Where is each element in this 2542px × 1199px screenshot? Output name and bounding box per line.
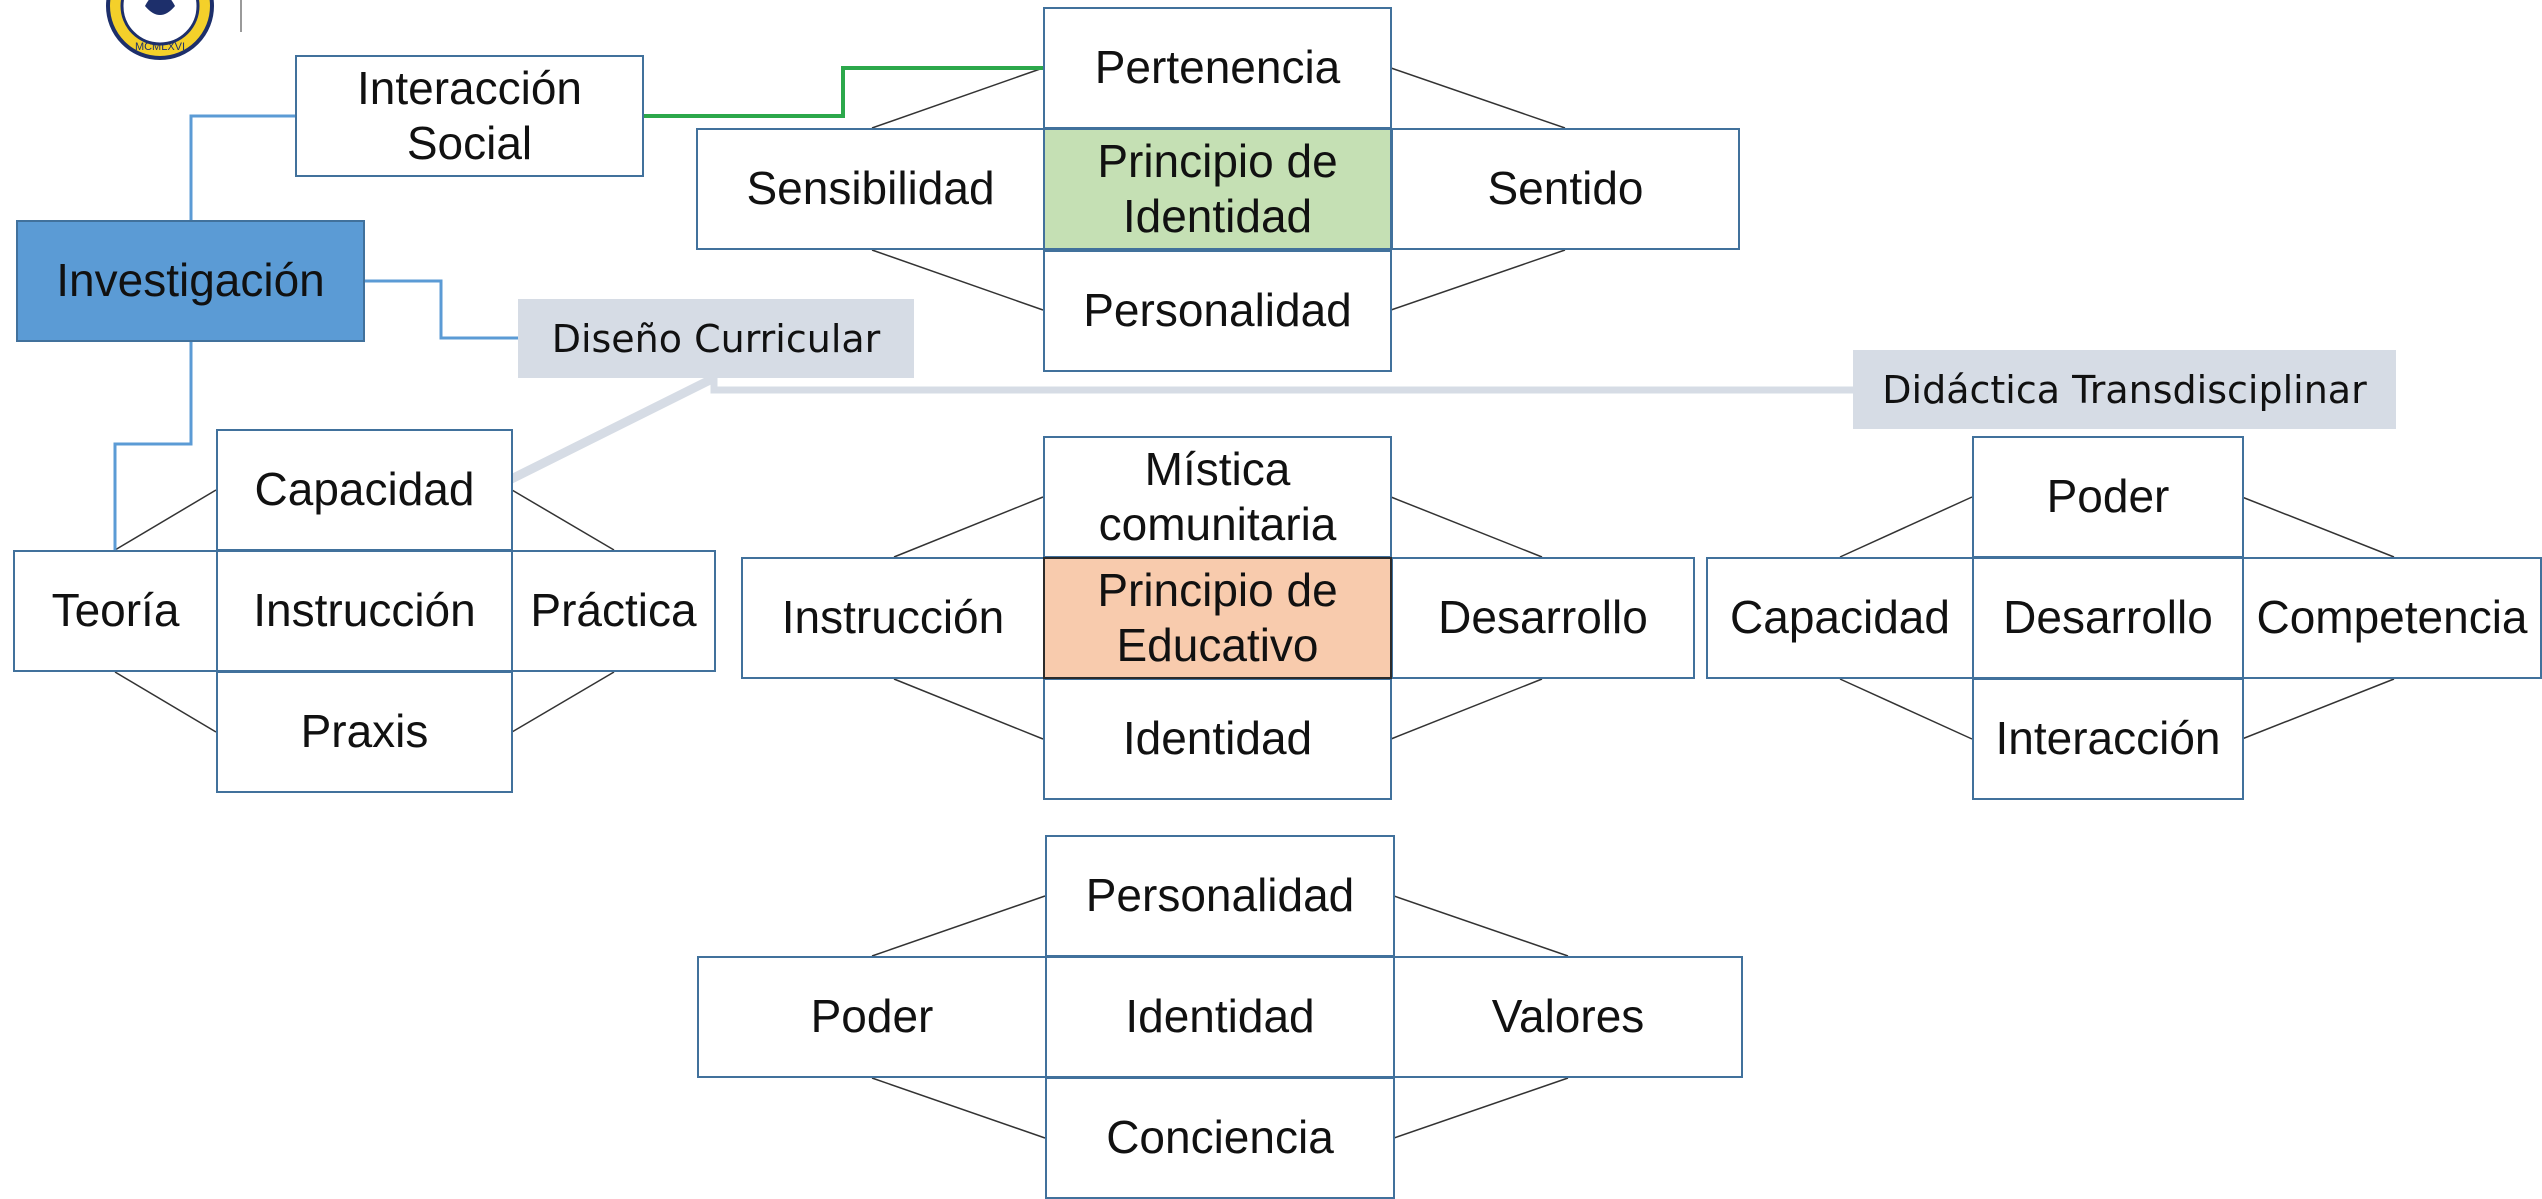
curricular-bottom-label: Praxis	[300, 705, 429, 758]
valores-diamond-lines	[871, 895, 1569, 1139]
identidad-diamond-lines	[871, 67, 1566, 311]
valores-right[interactable]: Valores	[1393, 956, 1743, 1078]
curricular-center[interactable]: Instrucción	[216, 550, 513, 672]
didactica-right[interactable]: Competencia	[2242, 557, 2542, 679]
logo-divider	[240, 0, 242, 32]
didactica-left-label: Capacidad	[1730, 591, 1950, 644]
educativo-left[interactable]: Instrucción	[741, 557, 1045, 679]
educativo-top[interactable]: Mística comunitaria	[1043, 436, 1392, 558]
diseno-curricular-tag[interactable]: Diseño Curricular	[518, 299, 914, 378]
educativo-right-label: Desarrollo	[1438, 591, 1648, 644]
identidad-top[interactable]: Pertenencia	[1043, 7, 1392, 129]
diseno-curricular-label: Diseño Curricular	[551, 316, 881, 361]
valores-bottom-label: Conciencia	[1106, 1111, 1334, 1164]
university-seal-icon: MCMLXVI	[106, 0, 214, 60]
curricular-right-label: Práctica	[530, 584, 697, 637]
principio-educativo-node[interactable]: Principio de Educativo	[1043, 557, 1392, 679]
identidad-left[interactable]: Sensibilidad	[696, 128, 1045, 250]
investigacion-node[interactable]: Investigación	[16, 220, 365, 342]
logo-wordmark	[255, 0, 455, 6]
valores-center[interactable]: Identidad	[1045, 956, 1395, 1078]
didactica-left[interactable]: Capacidad	[1706, 557, 1974, 679]
identidad-top-label: Pertenencia	[1094, 41, 1341, 94]
didactica-right-label: Competencia	[2256, 591, 2528, 644]
didactica-transdisciplinar-label: Didáctica Transdisciplinar	[1882, 367, 2367, 412]
identidad-left-label: Sensibilidad	[746, 162, 995, 215]
blue-links	[113, 114, 518, 550]
didactica-top[interactable]: Poder	[1972, 436, 2244, 558]
valores-left-label: Poder	[810, 990, 934, 1043]
didactica-bottom-label: Interacción	[1995, 712, 2221, 765]
curricular-center-label: Instrucción	[253, 584, 476, 637]
didactica-bottom[interactable]: Interacción	[1972, 678, 2244, 800]
investigacion-label: Investigación	[56, 254, 325, 307]
curricular-left-label: Teoría	[51, 584, 180, 637]
didactica-diamond-lines	[1839, 496, 2395, 740]
didactica-top-label: Poder	[2046, 470, 2170, 523]
educativo-left-label: Instrucción	[781, 591, 1005, 644]
curricular-diamond-lines	[114, 489, 615, 733]
interaccion-social-label: Interacción Social	[356, 61, 582, 169]
curricular-bottom[interactable]: Praxis	[216, 671, 513, 793]
valores-top-label: Personalidad	[1085, 869, 1355, 922]
valores-top[interactable]: Personalidad	[1045, 835, 1395, 957]
didactica-center-label: Desarrollo	[2003, 591, 2213, 644]
didactica-center[interactable]: Desarrollo	[1972, 557, 2244, 679]
principio-identidad-node[interactable]: Principio de Identidad	[1043, 128, 1392, 250]
valores-left[interactable]: Poder	[697, 956, 1047, 1078]
curricular-left[interactable]: Teoría	[13, 550, 218, 672]
curricular-top[interactable]: Capacidad	[216, 429, 513, 551]
principio-educativo-label: Principio de Educativo	[1097, 563, 1338, 671]
identidad-bottom[interactable]: Personalidad	[1043, 250, 1392, 372]
educativo-bottom-label: Identidad	[1122, 712, 1313, 765]
identidad-bottom-label: Personalidad	[1083, 284, 1352, 337]
educativo-right[interactable]: Desarrollo	[1391, 557, 1695, 679]
curricular-right[interactable]: Práctica	[511, 550, 716, 672]
interaccion-social-node[interactable]: Interacción Social	[295, 55, 644, 177]
didactica-transdisciplinar-tag[interactable]: Didáctica Transdisciplinar	[1853, 350, 2396, 429]
seal-text: MCMLXVI	[135, 41, 185, 53]
grey-link-didactica	[710, 378, 1853, 394]
identidad-right[interactable]: Sentido	[1391, 128, 1740, 250]
valores-center-label: Identidad	[1125, 990, 1315, 1043]
identidad-right-label: Sentido	[1487, 162, 1644, 215]
principio-identidad-label: Principio de Identidad	[1097, 134, 1338, 242]
educativo-top-label: Mística comunitaria	[1098, 442, 1337, 550]
educativo-diamond-lines	[893, 496, 1543, 740]
curricular-top-label: Capacidad	[254, 463, 475, 516]
valores-bottom[interactable]: Conciencia	[1045, 1077, 1395, 1199]
green-link	[642, 66, 1043, 118]
valores-right-label: Valores	[1491, 990, 1645, 1043]
educativo-bottom[interactable]: Identidad	[1043, 678, 1392, 800]
